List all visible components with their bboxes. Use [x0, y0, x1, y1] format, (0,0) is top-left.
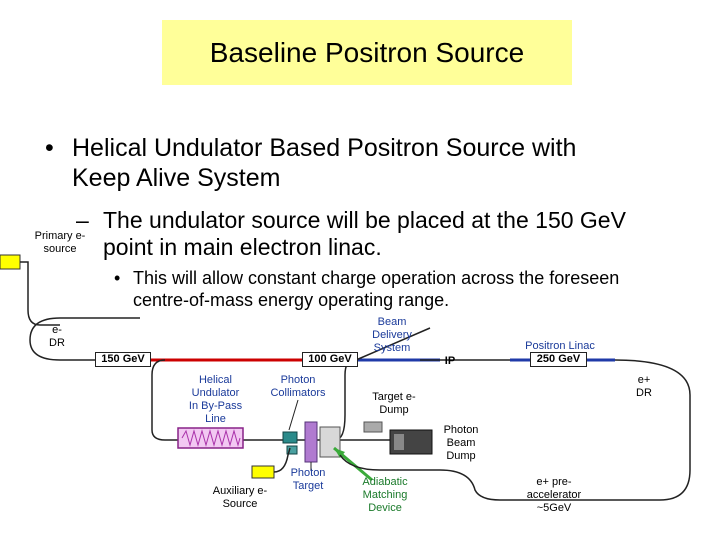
- ip-label: IP: [444, 355, 456, 367]
- gev150-label: 150 GeV: [95, 352, 151, 367]
- slide-title: Baseline Positron Source: [209, 36, 525, 68]
- sub-dash: –: [76, 207, 89, 233]
- subsub-dot: •: [114, 268, 121, 288]
- primary-source-label: Primary e-source: [34, 230, 86, 255]
- target-dump-box: [363, 421, 383, 433]
- photon-collimator-2: [286, 445, 298, 455]
- preaccelerator-label: e+ pre-accelerator~5GeV: [526, 476, 582, 514]
- auxiliary-source-box: [251, 465, 275, 479]
- bullet1-line2: Keep Alive System: [72, 164, 281, 192]
- gev250-label: 250 GeV: [530, 352, 587, 367]
- bullet-dot: •: [45, 134, 54, 162]
- positron-linac-label: Positron Linac: [525, 340, 595, 352]
- subsub-line2: centre-of-mass energy operating range.: [133, 290, 450, 310]
- subsub-line1: This will allow constant charge operatio…: [133, 268, 620, 288]
- sub-line2: point in main electron linac.: [103, 234, 382, 260]
- bypass-return: [334, 359, 356, 441]
- helical-undulator-box: [177, 427, 244, 449]
- gev100-label: 100 GeV: [302, 352, 358, 367]
- eplus-dr-label: e+DR: [636, 374, 652, 399]
- photon-target-box: [304, 421, 318, 463]
- undulator-coil: [181, 429, 241, 447]
- amd-box: [319, 426, 341, 458]
- target-dump-label: Target e-Dump: [372, 391, 416, 416]
- primary-source-box: [0, 254, 21, 270]
- primary-source-line: [20, 261, 60, 326]
- auxiliary-source-label: Auxiliary e-Source: [212, 485, 268, 510]
- photon-collimator-1: [282, 431, 298, 444]
- collimator-pointer: [288, 399, 299, 431]
- photon-beam-dump: [389, 429, 433, 455]
- bullet1-line1: Helical Undulator Based Positron Source …: [72, 134, 577, 162]
- sub-line1: The undulator source will be placed at t…: [103, 207, 626, 233]
- e-dr-label: e-DR: [49, 324, 65, 349]
- title-box: Baseline Positron Source: [162, 20, 572, 85]
